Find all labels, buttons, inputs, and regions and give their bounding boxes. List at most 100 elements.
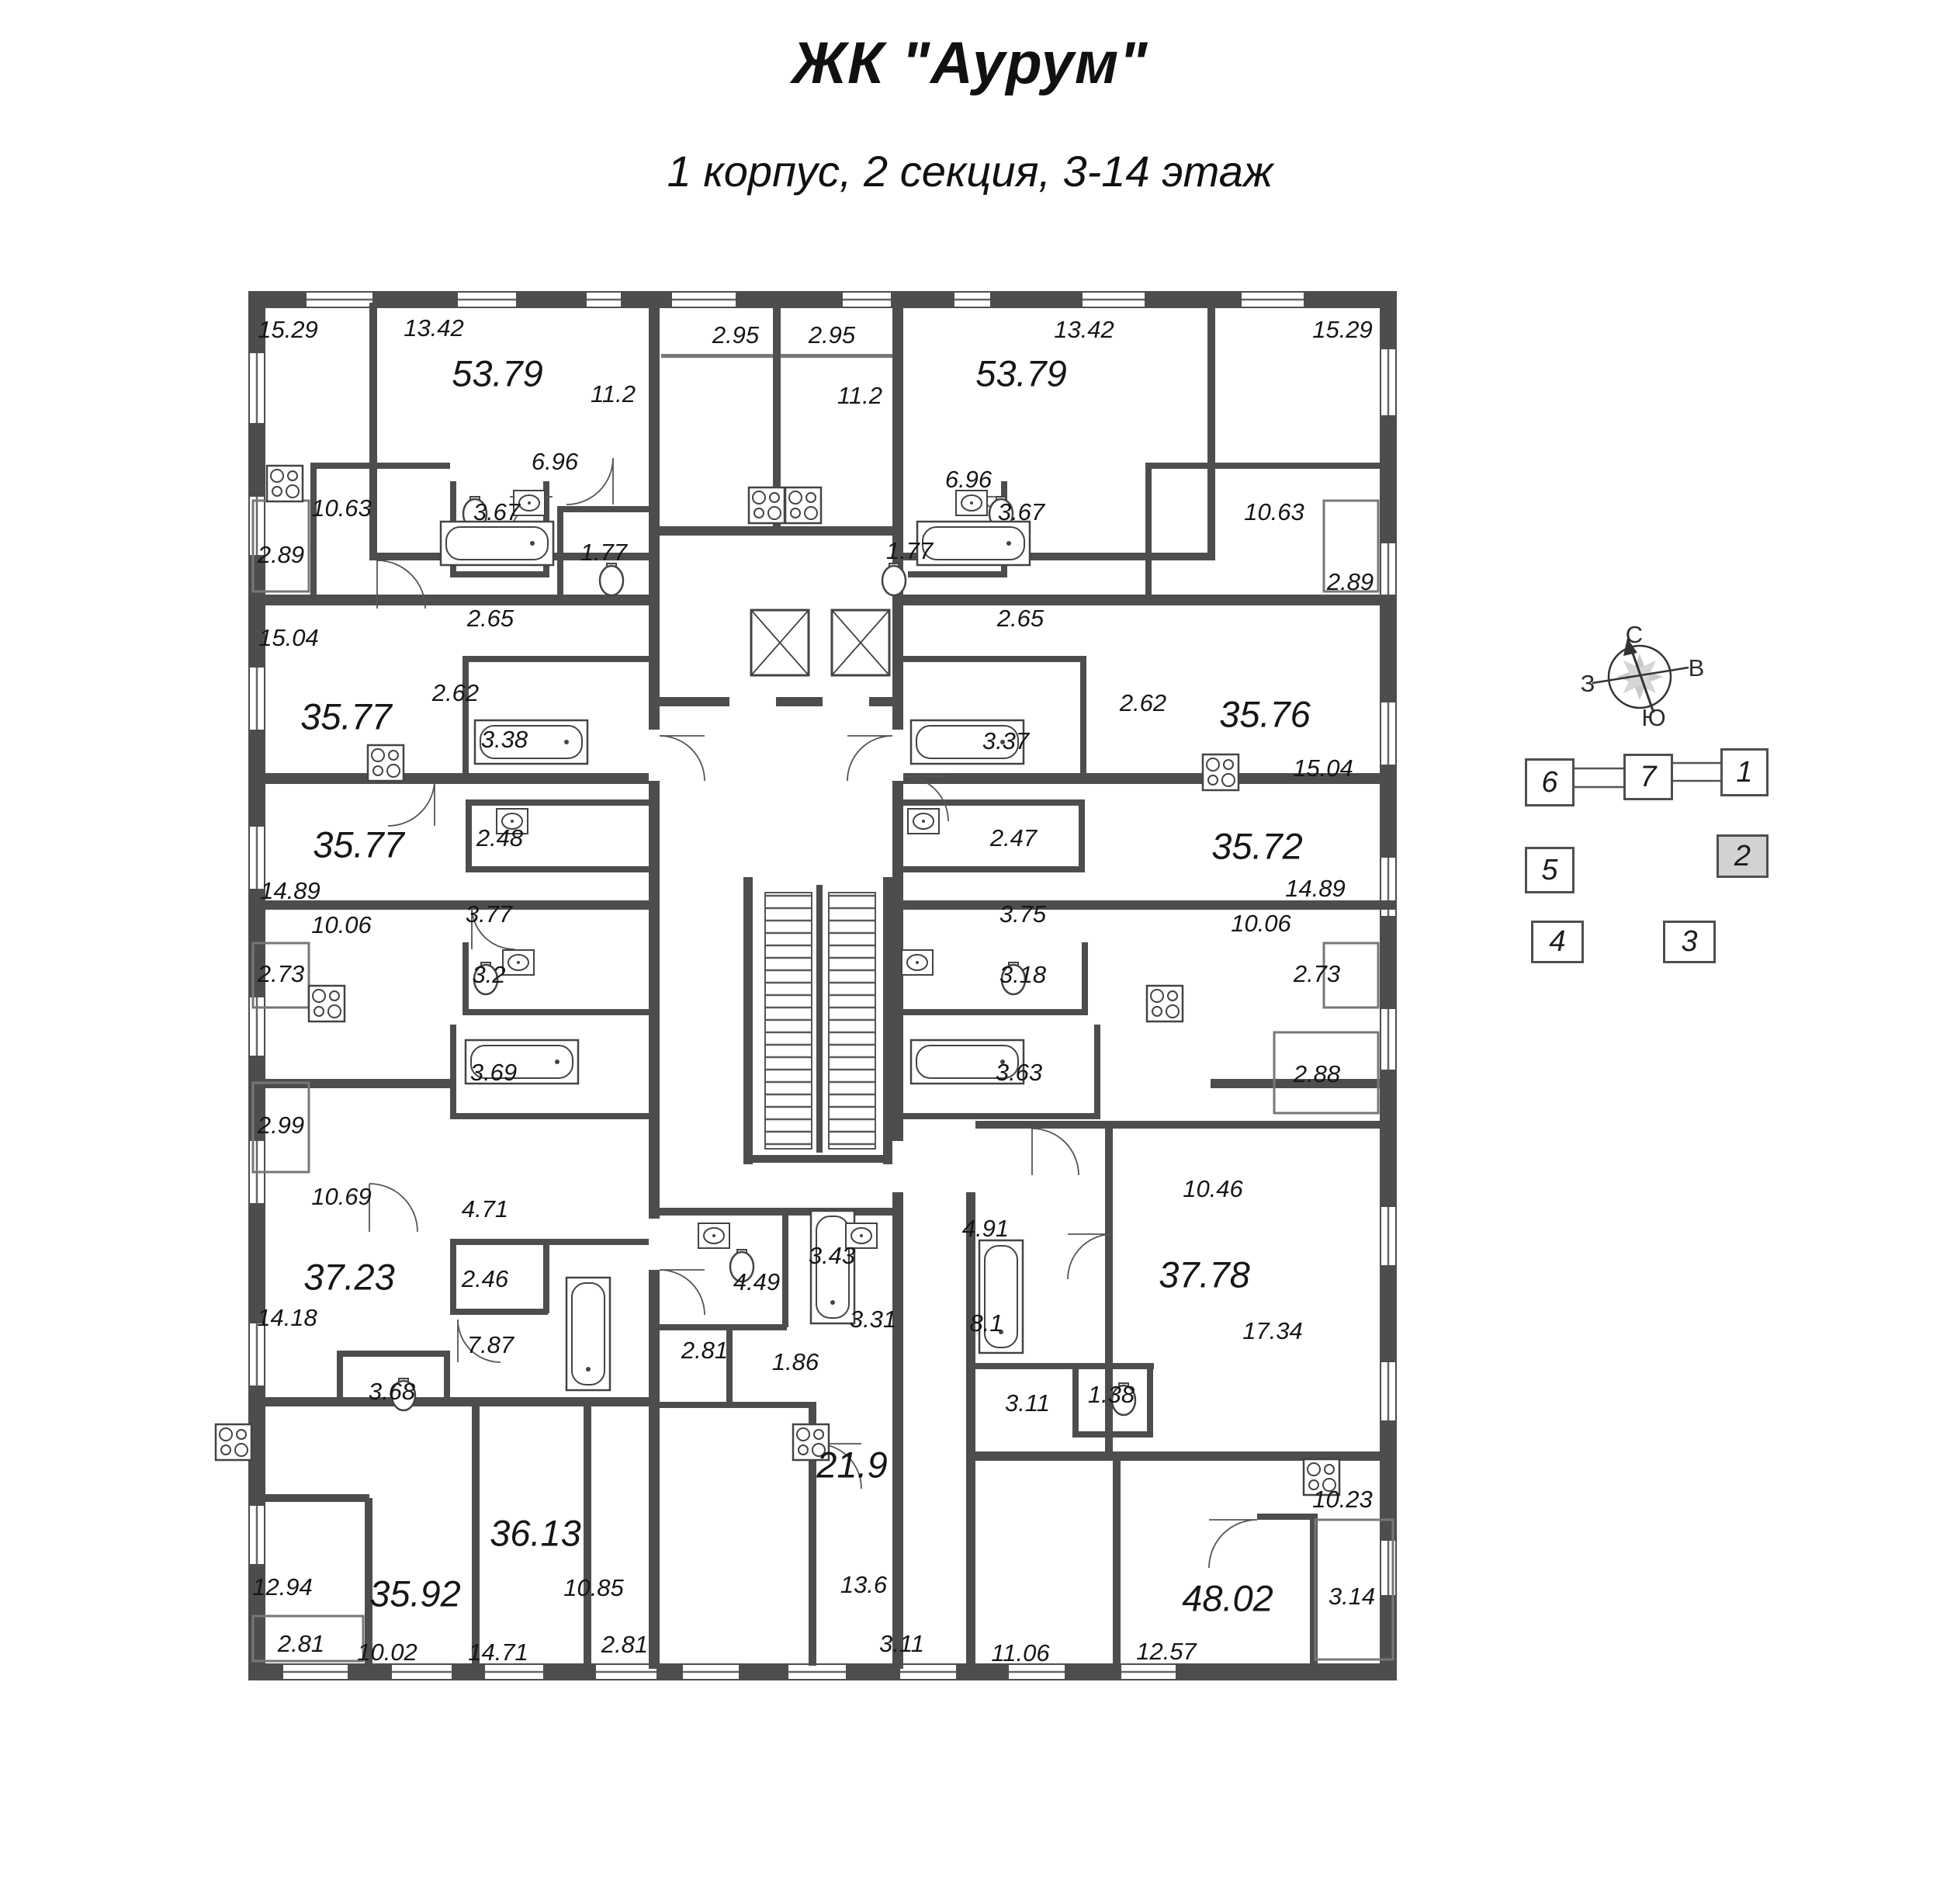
page-title: ЖК "Аурум": [792, 30, 1148, 96]
area-label: 2.73: [257, 960, 305, 987]
area-label: 3.2: [472, 961, 506, 988]
area-label: 2.48: [476, 824, 524, 851]
area-label: 10.85: [563, 1574, 624, 1601]
page-subtitle: 1 корпус, 2 секция, 3-14 этаж: [667, 147, 1273, 196]
compass-icon: [1592, 638, 1689, 713]
area-label: 3.77: [465, 900, 513, 928]
area-label: 2.99: [257, 1112, 305, 1139]
area-label: 15.04: [258, 624, 319, 651]
area-label: 11.2: [590, 380, 636, 408]
area-label: 14.71: [468, 1639, 528, 1666]
area-label: 2.73: [1293, 960, 1341, 987]
balconies: [251, 499, 1394, 1663]
area-label: 3.37: [982, 727, 1030, 754]
area-label: 48.02: [1182, 1577, 1273, 1619]
area-label: 2.89: [1326, 568, 1374, 595]
area-label: 3.43: [808, 1242, 856, 1269]
key-plan-block-2: 2: [1717, 834, 1769, 878]
area-label: 35.92: [369, 1573, 461, 1614]
area-label: 3.75: [999, 900, 1047, 928]
area-label: 3.31: [849, 1306, 897, 1333]
key-plan-block-5: 5: [1525, 847, 1575, 893]
area-label: 2.81: [681, 1337, 729, 1364]
area-label: 3.69: [469, 1059, 518, 1086]
area-label: 10.23: [1312, 1486, 1373, 1513]
area-label: 2.95: [712, 321, 760, 349]
area-label: 2.47: [989, 824, 1038, 851]
key-plan-connectors: [1575, 761, 1720, 789]
area-label: 2.62: [1119, 689, 1167, 716]
area-label: 14.18: [257, 1304, 317, 1331]
area-label: 3.67: [997, 498, 1045, 525]
area-label: 3.14: [1328, 1583, 1376, 1610]
area-label: 35.76: [1219, 693, 1311, 735]
area-label: 4.91: [961, 1215, 1010, 1242]
area-label: 13.42: [1054, 316, 1114, 343]
area-label: 3.68: [368, 1378, 416, 1405]
stairs-icon: [764, 892, 876, 1150]
area-label: 11.06: [991, 1639, 1050, 1666]
area-label: 2.65: [996, 605, 1044, 632]
key-plan-block-6: 6: [1525, 758, 1575, 806]
area-label: 3.67: [473, 498, 521, 525]
key-plan-block-1: 1: [1720, 748, 1769, 796]
area-label: 13.6: [840, 1571, 888, 1598]
area-label: 10.02: [357, 1639, 417, 1666]
compass-direction-label: В: [1688, 654, 1705, 681]
area-label: 17.34: [1242, 1317, 1303, 1344]
area-label: 1.77: [885, 537, 934, 564]
compass-direction-label: З: [1580, 670, 1595, 697]
area-label: 35.77: [300, 695, 392, 737]
area-label: 1.38: [1087, 1381, 1135, 1408]
area-label: 12.94: [252, 1573, 313, 1601]
area-label: 21.9: [816, 1444, 888, 1486]
area-label: 35.77: [313, 824, 404, 865]
area-label: 2.88: [1293, 1060, 1341, 1087]
area-label: 12.57: [1136, 1638, 1197, 1665]
area-label: 2.46: [461, 1265, 509, 1292]
elevator-icons: [750, 609, 891, 677]
key-plan-block-3: 3: [1663, 921, 1716, 963]
compass-direction-label: Ю: [1641, 704, 1666, 731]
area-label: 4.49: [733, 1268, 781, 1295]
area-label: 6.96: [944, 466, 993, 493]
area-label: 2.62: [431, 679, 480, 706]
area-label: 15.29: [258, 316, 318, 343]
area-label: 3.11: [878, 1630, 925, 1657]
area-label: 14.89: [260, 877, 320, 904]
area-label: 1.86: [771, 1348, 819, 1375]
area-label: 10.06: [1231, 910, 1291, 937]
area-label: 4.71: [461, 1195, 509, 1223]
area-label: 10.69: [311, 1183, 372, 1210]
area-label: 15.29: [1312, 316, 1373, 343]
compass-direction-label: С: [1625, 621, 1644, 648]
key-plan-block-7: 7: [1623, 754, 1673, 800]
area-label: 14.89: [1285, 875, 1346, 902]
interior-walls: [265, 303, 1397, 1669]
area-label: 3.11: [1004, 1389, 1051, 1417]
area-label: 2.89: [257, 541, 305, 568]
area-label: 2.95: [808, 321, 856, 349]
area-label: 13.42: [404, 314, 464, 342]
area-label: 3.38: [480, 726, 528, 753]
area-label: 37.78: [1159, 1254, 1250, 1295]
area-label: 2.81: [277, 1630, 325, 1657]
area-label: 10.46: [1183, 1175, 1243, 1202]
area-label: 10.06: [311, 911, 372, 938]
area-label: 53.79: [452, 352, 543, 394]
area-label: 11.2: [837, 382, 883, 409]
area-label: 53.79: [975, 352, 1067, 394]
area-label: 15.04: [1293, 754, 1353, 782]
windows: [250, 293, 1395, 1679]
area-label: 35.72: [1211, 825, 1303, 867]
area-label: 3.63: [995, 1059, 1043, 1086]
area-label: 2.81: [601, 1631, 649, 1658]
area-label: 10.63: [1244, 498, 1304, 525]
key-plan-block-4: 4: [1531, 921, 1584, 963]
area-label: 2.65: [466, 605, 514, 632]
